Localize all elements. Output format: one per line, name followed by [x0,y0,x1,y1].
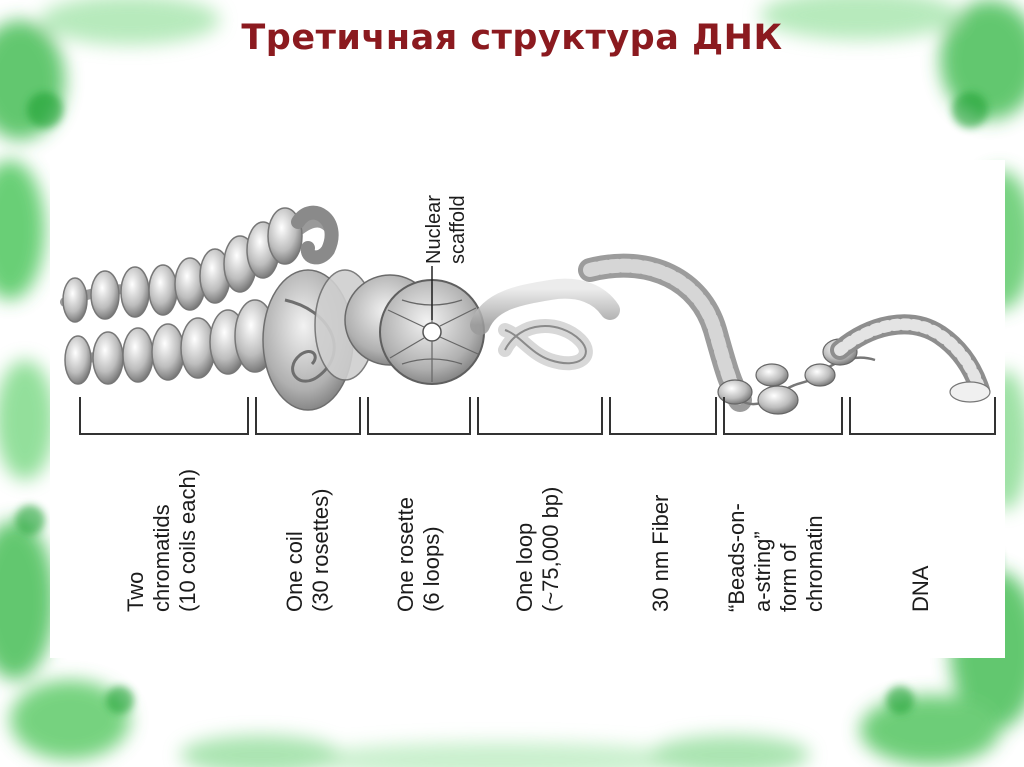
upper-chromatid [60,205,339,323]
stage-label-line: “Beads-on- [724,503,749,612]
slide-title: Третичная структура ДНК [241,18,783,58]
stage-label-two-chromatids: Two chromatids (10 coils each) [123,469,200,613]
fiber-stage [578,253,752,412]
stage-label-line: One rosette [393,497,418,612]
stage-brackets [79,397,996,435]
stage-label-one-loop: One loop (~75,000 bp) [512,487,563,613]
stage-label-line: (10 coils each) [175,468,200,612]
dna-helix-stage [830,314,991,403]
stage-label-line: (~75,000 bp) [538,486,563,612]
callout-line-2: scaffold [447,195,469,264]
callout-line-1: Nuclear [423,195,445,264]
stage-label-line: One coil [282,531,307,612]
stage-label-line: (6 loops) [419,526,444,612]
stage-label-line: DNA [908,565,933,612]
stage-label-line: chromatin [802,515,827,612]
stage-label-line: Two [123,571,148,612]
stage-label-one-rosette: One rosette (6 loops) [393,497,444,613]
stage-label-dna: DNA [908,566,933,613]
stage-label-line: chromatids [149,504,174,612]
stage-label-line: One loop [512,522,537,612]
stage-label-line: (30 rosettes) [308,488,333,613]
dna-packing-figure: Nuclear scaffold Two chromatids (10 coil… [50,160,1005,658]
stage-label-line: 30 nm Fiber [648,494,673,612]
stage-label-one-coil: One coil (30 rosettes) [282,489,333,613]
loop-stage [470,278,620,371]
stage-label-30nm-fiber: 30 nm Fiber [648,495,673,613]
stage-label-line: form of [776,543,801,612]
stage-label-beads-on-string: “Beads-on- a-string” form of chromatin [724,503,827,613]
rosette-stage [344,266,485,385]
dna-packing-illustration [60,205,996,435]
nuclear-scaffold-label: Nuclear scaffold [422,195,469,265]
stage-label-line: a-string” [750,531,775,612]
